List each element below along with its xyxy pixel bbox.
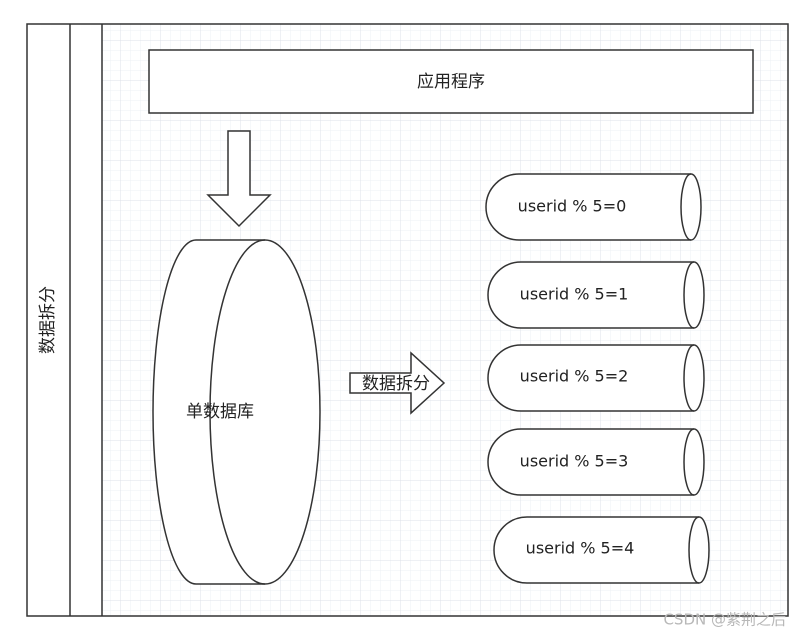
split-arrow-label: 数据拆分 [362, 374, 430, 394]
shard-3-label: userid % 5=3 [520, 452, 629, 471]
shard-3-face [683, 428, 695, 496]
app-box[interactable]: 应用程序 [148, 49, 754, 114]
shard-2-label: userid % 5=2 [520, 367, 629, 386]
shard-0-label: userid % 5=0 [518, 197, 627, 216]
pool[interactable]: 数据拆分 [26, 23, 789, 617]
shard-3[interactable]: userid % 5=3 [487, 428, 705, 496]
shard-4[interactable]: userid % 5=4 [493, 516, 710, 584]
watermark: CSDN @紫荆之后 [663, 611, 786, 629]
single-database[interactable]: 单数据库 [152, 239, 321, 585]
split-arrow[interactable]: 数据拆分 [349, 351, 446, 415]
pool-title: 数据拆分 [38, 286, 58, 354]
shard-4-label: userid % 5=4 [526, 539, 635, 558]
shard-1[interactable]: userid % 5=1 [487, 261, 705, 329]
shard-0-face [680, 173, 692, 241]
shard-2[interactable]: userid % 5=2 [487, 344, 705, 412]
shard-2-face [683, 344, 695, 412]
app-label: 应用程序 [417, 72, 485, 92]
down-arrow[interactable] [206, 130, 272, 228]
shard-4-face [688, 516, 700, 584]
shard-1-label: userid % 5=1 [520, 285, 629, 304]
shard-1-face [683, 261, 695, 329]
pool-border [26, 23, 789, 617]
app-box-rect [148, 49, 754, 114]
shard-0[interactable]: userid % 5=0 [485, 173, 702, 241]
single-database-face [209, 239, 266, 585]
single-database-label: 单数据库 [186, 402, 254, 422]
split-arrow-shape [349, 351, 446, 415]
